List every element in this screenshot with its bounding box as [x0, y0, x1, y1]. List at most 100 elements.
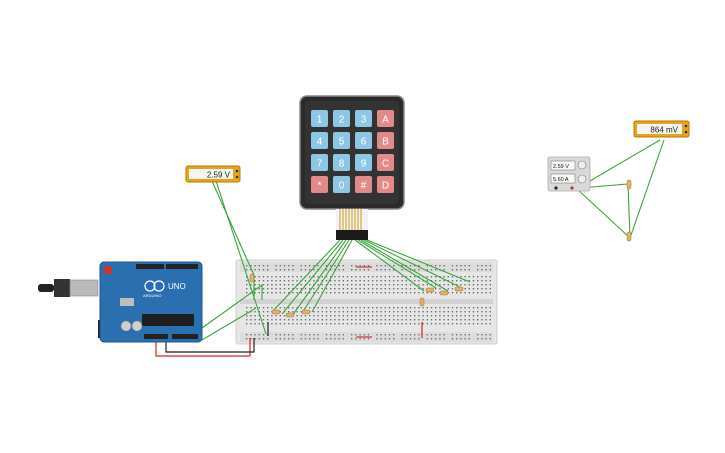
- keypad-key-label: D: [382, 181, 389, 192]
- probe-terminal[interactable]: [684, 124, 688, 128]
- positive-terminal[interactable]: [570, 186, 574, 190]
- voltage-knob[interactable]: [577, 160, 587, 170]
- wire-green[interactable]: [577, 139, 661, 189]
- resistor[interactable]: [249, 273, 255, 283]
- keypad-key-0[interactable]: 0: [333, 176, 350, 193]
- resistor[interactable]: [626, 231, 632, 242]
- capacitor: [131, 320, 143, 332]
- keypad-key-1[interactable]: 1: [311, 110, 328, 127]
- resistor[interactable]: [425, 287, 435, 293]
- keypad-key-B[interactable]: B: [377, 132, 394, 149]
- keypad-key-2[interactable]: 2: [333, 110, 350, 127]
- keypad-key-label: 0: [339, 181, 345, 192]
- usb-cable-end: [38, 284, 54, 292]
- resistor[interactable]: [454, 286, 464, 292]
- keypad-ribbon-pins: [339, 209, 362, 230]
- keypad-key-label: #: [361, 181, 367, 192]
- keypad-key-label: A: [382, 115, 389, 126]
- keypad-key-label: 1: [317, 115, 323, 126]
- keypad-key-A[interactable]: A: [377, 110, 394, 127]
- wire-green[interactable]: [291, 239, 347, 317]
- wire-green[interactable]: [281, 239, 344, 315]
- negative-terminal[interactable]: [554, 186, 558, 190]
- wire-green[interactable]: [357, 239, 437, 289]
- arduino-uno[interactable]: UNO ARDUINO: [38, 261, 203, 343]
- probe-terminal[interactable]: [684, 130, 688, 134]
- keypad-key-7[interactable]: 7: [311, 154, 328, 171]
- capacitor: [120, 320, 132, 332]
- supply-voltage-display: 2.59 V: [553, 164, 569, 170]
- multimeter-reading: 2.59 V: [207, 171, 231, 180]
- multimeter-left[interactable]: 2.59 V: [185, 165, 241, 183]
- wire-green[interactable]: [215, 180, 267, 335]
- regulator: [120, 298, 134, 306]
- resistors[interactable]: [249, 179, 632, 318]
- multimeter-reading: 864 mV: [650, 126, 678, 135]
- wire-red[interactable]: [155, 338, 251, 357]
- keypad-4x4[interactable]: 1 2 3 A 4 5 6 B 7 8 9 C * 0 # D: [299, 95, 405, 240]
- keypad-key-#[interactable]: #: [355, 176, 372, 193]
- wire-green[interactable]: [366, 239, 471, 283]
- header-digital[interactable]: [136, 264, 164, 269]
- keypad-key-label: 9: [361, 159, 367, 170]
- header-analog[interactable]: [172, 334, 198, 339]
- wire-green[interactable]: [354, 239, 425, 292]
- wire-green[interactable]: [360, 239, 449, 292]
- breadboard[interactable]: [235, 259, 498, 345]
- reset-button[interactable]: [104, 266, 112, 274]
- keypad-key-9[interactable]: 9: [355, 154, 372, 171]
- keypad-key-5[interactable]: 5: [333, 132, 350, 149]
- resistor[interactable]: [271, 309, 281, 315]
- wire-green[interactable]: [201, 283, 263, 329]
- keypad-key-label: B: [382, 137, 389, 148]
- current-knob[interactable]: [577, 174, 587, 184]
- keypad-key-label: 5: [339, 137, 345, 148]
- usb-connector[interactable]: [69, 279, 99, 297]
- keypad-connector[interactable]: [336, 230, 368, 240]
- probe-terminal[interactable]: [235, 169, 239, 173]
- keypad-key-label: C: [382, 159, 389, 170]
- keypad-key-3[interactable]: 3: [355, 110, 372, 127]
- wire-green[interactable]: [575, 187, 631, 239]
- keypad-key-label: 7: [317, 159, 323, 170]
- multimeter-right[interactable]: 864 mV: [633, 120, 690, 138]
- keypad-key-4[interactable]: 4: [311, 132, 328, 149]
- arduino-logo-icon: [144, 280, 156, 292]
- keypad-key-label: 6: [361, 137, 367, 148]
- resistor[interactable]: [439, 290, 449, 296]
- keypad-key-*[interactable]: *: [311, 176, 328, 193]
- keypad-key-label: *: [318, 181, 322, 192]
- wires[interactable]: [201, 139, 665, 341]
- usb-cable: [54, 279, 70, 297]
- keypad-key-label: 4: [317, 137, 323, 148]
- resistor[interactable]: [419, 297, 425, 307]
- header-power[interactable]: [144, 334, 168, 339]
- wire-green[interactable]: [363, 239, 461, 288]
- supply-current-display: 5.60 A: [553, 177, 569, 183]
- wire-green[interactable]: [271, 239, 341, 313]
- resistor[interactable]: [285, 312, 295, 318]
- wire-green[interactable]: [301, 239, 350, 314]
- board-brand-label: ARDUINO: [143, 293, 161, 298]
- probe-terminal[interactable]: [235, 175, 239, 179]
- microcontroller-chip: [142, 314, 194, 326]
- power-supply[interactable]: 2.59 V 5.60 A: [547, 156, 591, 192]
- wire-green[interactable]: [201, 307, 257, 341]
- resistor[interactable]: [301, 309, 311, 315]
- keypad-key-label: 2: [339, 115, 345, 126]
- arduino-logo-icon: [153, 280, 165, 292]
- wire-green[interactable]: [579, 183, 631, 239]
- keypad-key-8[interactable]: 8: [333, 154, 350, 171]
- keypad-key-C[interactable]: C: [377, 154, 394, 171]
- wire-green[interactable]: [311, 239, 353, 313]
- keypad-key-label: 8: [339, 159, 345, 170]
- power-wires[interactable]: [155, 322, 423, 357]
- wire-green[interactable]: [629, 139, 665, 239]
- keypad-key-D[interactable]: D: [377, 176, 394, 193]
- keypad-key-label: 3: [361, 115, 367, 126]
- wire-black[interactable]: [165, 338, 255, 353]
- header-digital[interactable]: [166, 264, 198, 269]
- resistor[interactable]: [626, 179, 632, 190]
- keypad-key-6[interactable]: 6: [355, 132, 372, 149]
